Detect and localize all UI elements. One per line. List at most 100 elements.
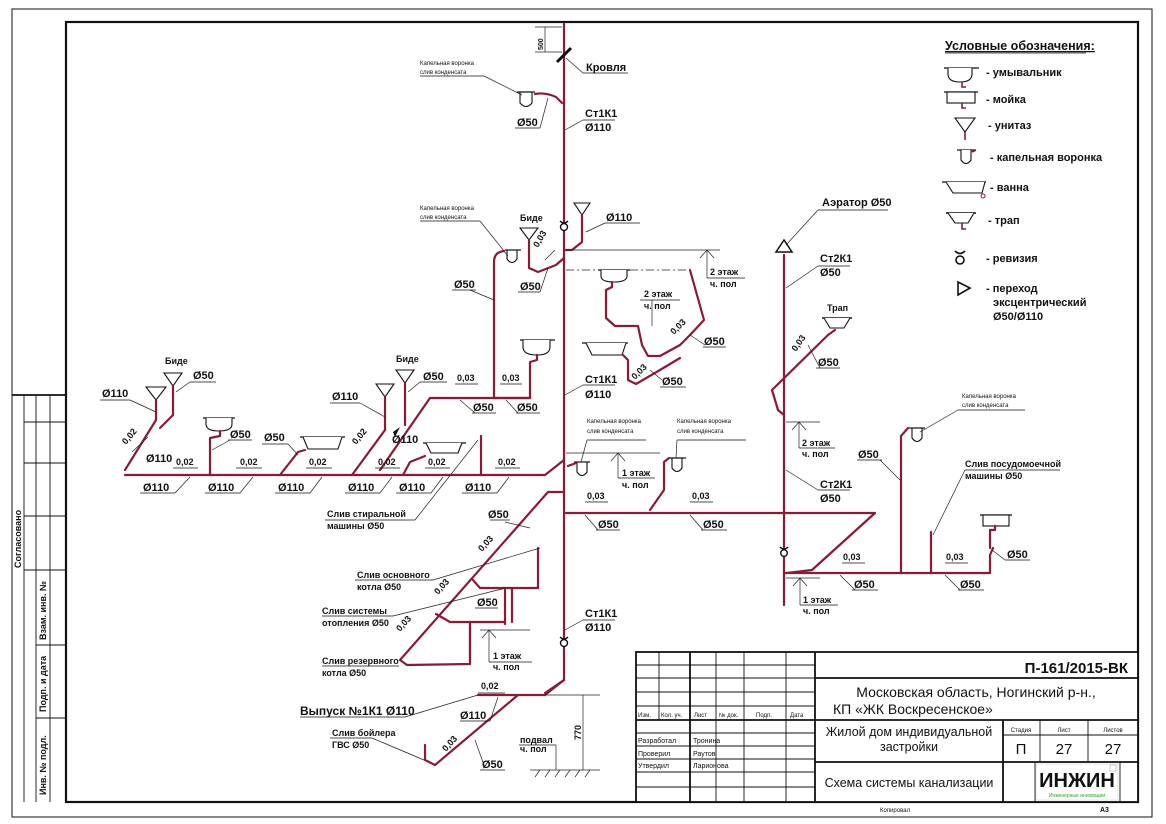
slope-label: 0,02: [240, 457, 258, 467]
toilet-icon: [953, 117, 977, 140]
pipe-diameter: Ø110: [102, 388, 128, 400]
slope-label: 0,03: [394, 614, 413, 634]
main-diameter-labels: Ø110 Ø110 Ø110 Ø110 Ø110 Ø110: [140, 476, 510, 494]
legend-label: - ванна: [990, 182, 1030, 194]
bathtub-icon: [942, 181, 986, 199]
washbasin-branch-mid: [492, 339, 555, 400]
doc-code: П-161/2015-ВК: [1025, 660, 1129, 677]
floor-mark: ч. пол: [493, 662, 520, 672]
riser-st1k1: 500 Кровля Ст1К1 Ø110 Ст1К1 Ø110 Ст1К1 Ø…: [535, 22, 628, 695]
floor-label: 2 этаж: [802, 438, 831, 448]
pipe-diameter: Ø50: [598, 519, 619, 531]
revision-icon: [559, 220, 569, 232]
pipe-diameter: Ø110: [606, 212, 632, 224]
slope-label: 0,03: [457, 373, 475, 383]
funnel-label: Капельная воронка: [677, 419, 732, 425]
floor-label: 1 этаж: [803, 595, 832, 605]
main-boiler-label: Слив основного: [357, 570, 430, 580]
roof-label: Кровля: [586, 62, 626, 74]
pipe-diameter: Ø50: [520, 281, 541, 293]
funnel-label: слив конденсата: [962, 403, 1009, 409]
riser-diameter: Ø110: [585, 122, 611, 134]
outer-sheet-border: [11, 8, 1153, 818]
logo-subtitle: Инженерные инновации: [1049, 793, 1105, 799]
pipe-diameter: Ø110: [392, 434, 418, 446]
washing-machine-label: Слив стиральной: [327, 509, 406, 519]
washing-machine-label: машины Ø50: [327, 521, 384, 531]
funnel-label: слив конденсата: [677, 429, 724, 435]
pipe-diameter: Ø50: [454, 279, 475, 291]
stamp-sign-date: Подп. и дата: [38, 655, 48, 712]
riser-label: Ст2К1: [820, 479, 852, 491]
pipe-diameter: Ø50: [960, 579, 981, 591]
floor1-condensate-branch: 1 этаж ч. пол Капельная воронка слив кон…: [564, 419, 877, 575]
slope-label: 0,03: [789, 333, 807, 353]
main-collector-floor1: Биде Ø50 Ø110 0,02 Ø110 0,02 Ø50 0,02 Ø5…: [100, 356, 566, 531]
riser-label: Ст2К1: [820, 253, 852, 265]
floor-label: 1 этаж: [493, 651, 522, 661]
role-label: Разработал: [638, 737, 676, 745]
format-label: A3: [1100, 807, 1109, 814]
pipe-diameter: Ø50: [473, 402, 494, 414]
role-name: Раутов: [693, 751, 716, 758]
riser-st2k1: Аэратор Ø50 Ст2К1 Ø50 Трап 0,03 Ø50 2 эт…: [770, 197, 1061, 616]
pipe-diameter: Ø110: [348, 482, 374, 494]
slope-label: 0,03: [692, 491, 710, 501]
object-title: Жилой дом индивидуальной: [826, 725, 992, 739]
pipe-diameter: Ø110: [208, 482, 234, 494]
riser-label: Ст1К1: [585, 608, 617, 620]
slope-label: 0,02: [378, 457, 396, 467]
floor-label: подвал: [520, 735, 553, 745]
sheet-title: Схема системы канализации: [825, 776, 994, 790]
pipe-diameter: Ø50: [662, 376, 683, 388]
logo-text: ИНЖИН: [1039, 770, 1115, 792]
toilet-floor2-top: Ø110: [564, 202, 640, 252]
pipe-diameter: Ø50: [517, 402, 538, 414]
floor-mark: ч. пол: [710, 279, 737, 289]
stage-label: Стадия: [1011, 728, 1031, 734]
role-label: Проверил: [638, 751, 670, 758]
pipe-diameter: Ø50: [488, 509, 509, 521]
pipe-diameter: Ø50: [704, 336, 725, 348]
stage-value: П: [1016, 741, 1027, 758]
column-header: Изм.: [638, 713, 651, 719]
revision-icon: [559, 636, 569, 648]
floor-label: 1 этаж: [622, 468, 651, 478]
pipe-diameter: Ø50: [423, 371, 444, 383]
main-boiler-label: котла Ø50: [357, 582, 401, 592]
legend-label: - унитаз: [988, 120, 1032, 132]
floor-mark: ч. пол: [644, 301, 671, 311]
pipe-diameter: Ø50: [193, 370, 214, 382]
legend-label: - трап: [988, 215, 1020, 227]
floor-mark: ч. пол: [520, 744, 547, 754]
legend: Условные обозначения: - умывальник - мой…: [942, 39, 1103, 323]
funnel-label: слив конденсата: [420, 70, 467, 76]
eccentric-reducer-icon: [957, 280, 972, 297]
legend-title: Условные обозначения:: [945, 39, 1095, 53]
pipe-diameter: Ø50: [703, 519, 724, 531]
legend-label: - капельная воронка: [990, 152, 1103, 164]
pipe-diameter: Ø50: [230, 429, 251, 441]
legend-label: - ревизия: [986, 253, 1038, 265]
funnel-label: слив конденсата: [587, 429, 634, 435]
heating-drain-label: отопления Ø50: [322, 618, 389, 628]
column-header: Кол. уч.: [661, 713, 683, 719]
slope-label: 0,03: [502, 373, 520, 383]
slope-label: 0,03: [946, 552, 964, 562]
dhw-boiler-label: ГВС Ø50: [332, 740, 369, 750]
floor-mark: ч. пол: [802, 449, 829, 459]
slope-label: 0,02: [350, 426, 369, 446]
pipe-diameter: Ø50: [264, 432, 285, 444]
basement-height-dim: 770: [573, 725, 583, 740]
pipe-diameter: Ø110: [278, 482, 304, 494]
slope-label: 0,03: [668, 317, 687, 336]
dhw-boiler-label: Слив бойлера: [332, 728, 396, 738]
slope-label: 0,02: [498, 457, 516, 467]
role-label: Утвердил: [638, 763, 669, 770]
riser-diameter: Ø50: [820, 493, 841, 505]
pipe-diameter: Ø50: [517, 117, 538, 129]
bidet-branch-upper: Биде 0,03 Ø50: [518, 213, 566, 293]
legend-label: эксцентрический: [993, 297, 1086, 309]
outlet-label: Выпуск №1К1 Ø110: [300, 704, 415, 718]
slope-label: 0,02: [176, 457, 194, 467]
